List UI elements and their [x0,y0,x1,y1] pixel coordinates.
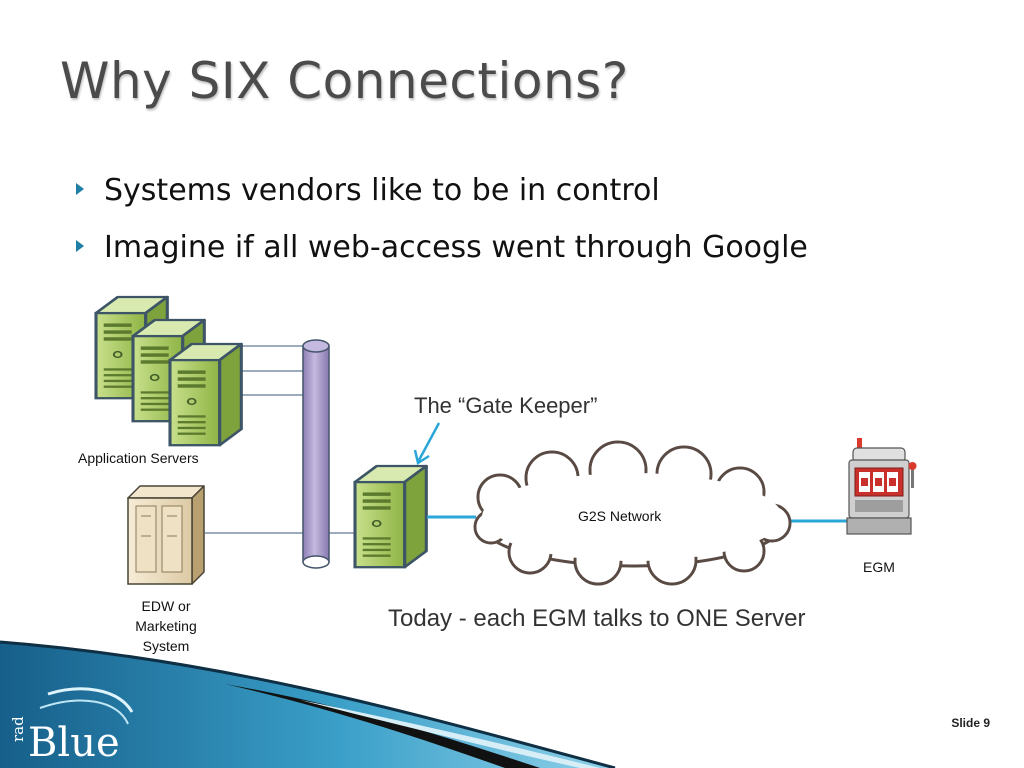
bullet-arrow-icon [76,183,84,195]
logo-blue: Blue [28,720,120,766]
gatekeeper-server-icon [353,464,428,569]
gatekeeper-label: The “Gate Keeper” [414,393,598,418]
message-bus [302,339,330,569]
app-server-icon [168,342,243,447]
network-label: G2S Network [578,508,662,524]
slide-title: Why SIX Connections? [60,52,629,110]
gatekeeper-arrow-icon [413,422,441,466]
bullet-arrow-icon [76,240,84,252]
logo-rad: rad [9,716,27,742]
bullet-item: Imagine if all web-access went through G… [74,219,808,276]
bullet-text: Systems vendors like to be in control [104,173,660,208]
edw-label-line: System [142,638,190,654]
app-servers-label: Application Servers [78,450,199,466]
footer-swoosh [0,640,616,768]
diagram-caption: Today - each EGM talks to ONE Server [388,605,806,632]
radblue-logo: rad Blue [9,687,134,766]
g2s-network-cloud-icon [473,440,792,586]
edw-server-icon [127,485,205,585]
egm-label: EGM [863,559,895,575]
bullet-list: Systems vendors like to be in control Im… [74,162,808,276]
edw-label-line: EDW or [141,598,191,614]
bullet-item: Systems vendors like to be in control [74,162,808,219]
egm-slot-machine-icon [846,438,917,535]
edw-label-line: Marketing [135,618,197,634]
bullet-text: Imagine if all web-access went through G… [104,230,808,265]
slide-number: Slide 9 [951,716,990,730]
edw-label: EDW or Marketing System [118,596,214,656]
